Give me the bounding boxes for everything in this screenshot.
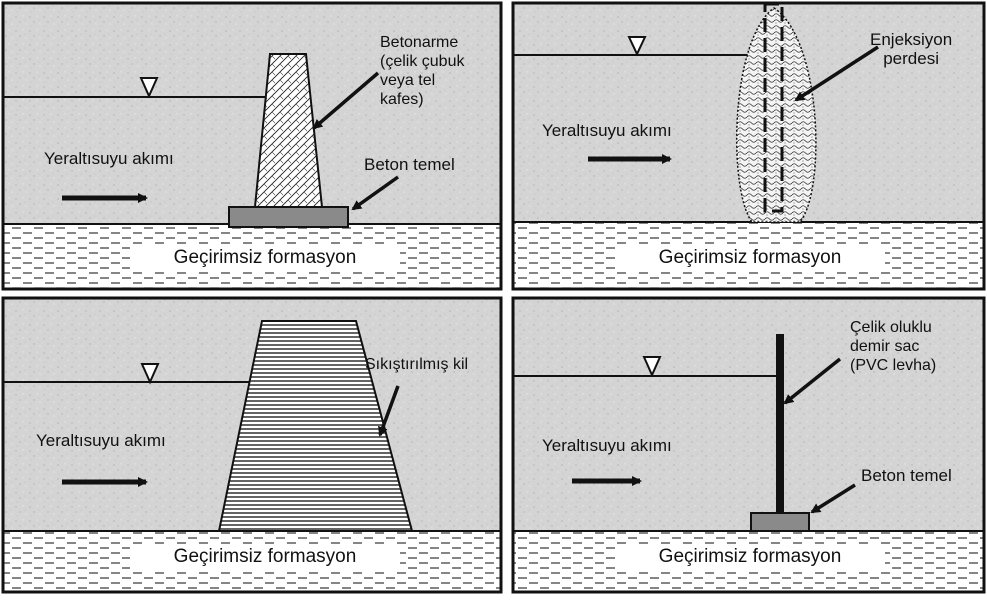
- panel-frame: [1, 296, 503, 594]
- panel-reinforced-concrete: [1, 1, 503, 291]
- curtain-pointer-arrow: [794, 45, 879, 102]
- base-label: Beton temel: [364, 155, 455, 174]
- sheet-pointer-arrow: [783, 357, 842, 405]
- flow-label: Yeraltısuyu akımı: [542, 121, 672, 140]
- soil-area: [513, 298, 984, 531]
- formation-label-bg: [615, 245, 885, 271]
- water-table-icon: [139, 77, 159, 99]
- base-pointer-arrow: [810, 483, 856, 514]
- panel-frame: [1, 1, 503, 291]
- formation-label-bg: [130, 544, 400, 570]
- soil-area: [3, 3, 501, 224]
- panel-compacted-clay: [1, 296, 503, 594]
- clay-label: Sıkıştırılmış kil: [365, 356, 469, 373]
- sheet-label: Çelik oluklu demir sac (PVC levha): [850, 319, 937, 374]
- concrete-base: [228, 206, 349, 228]
- curtain-label: Enjeksiyon perdesi: [870, 30, 953, 68]
- panel-frame: [511, 1, 986, 291]
- base-pointer-arrow: [351, 175, 400, 211]
- flow-label: Yeraltısuyu akımı: [44, 149, 174, 168]
- flow-label: Yeraltısuyu akımı: [542, 436, 672, 455]
- formation-label: Geçirimsiz formasyon: [658, 546, 842, 567]
- formation-label: Geçirimsiz formasyon: [658, 247, 842, 268]
- panel-frame: [511, 296, 986, 594]
- concrete-base: [750, 512, 810, 532]
- formation-label-bg: [130, 245, 400, 271]
- water-table-icon: [642, 356, 662, 378]
- formation-label-bg: [615, 544, 885, 570]
- formation-label: Geçirimsiz formasyon: [173, 546, 357, 567]
- clay-pointer-arrow: [378, 385, 400, 437]
- compacted-clay-body: [217, 320, 414, 532]
- water-table-icon: [140, 363, 160, 385]
- panel-sheet-pile: [511, 296, 986, 594]
- flow-label: Yeraltısuyu akımı: [36, 431, 166, 450]
- grout-curtain: [736, 7, 817, 223]
- steel-sheet-pile: [776, 334, 784, 514]
- panel-grout-curtain: [511, 1, 986, 291]
- wall-label: Betonarme (çelik çubuk veya tel kafes): [380, 34, 465, 108]
- formation-label: Geçirimsiz formasyon: [173, 247, 357, 268]
- injection-borehole: [763, 2, 784, 213]
- base-label: Beton temel: [861, 466, 952, 485]
- water-table-icon: [627, 36, 647, 57]
- wall-pointer-arrow: [312, 71, 380, 130]
